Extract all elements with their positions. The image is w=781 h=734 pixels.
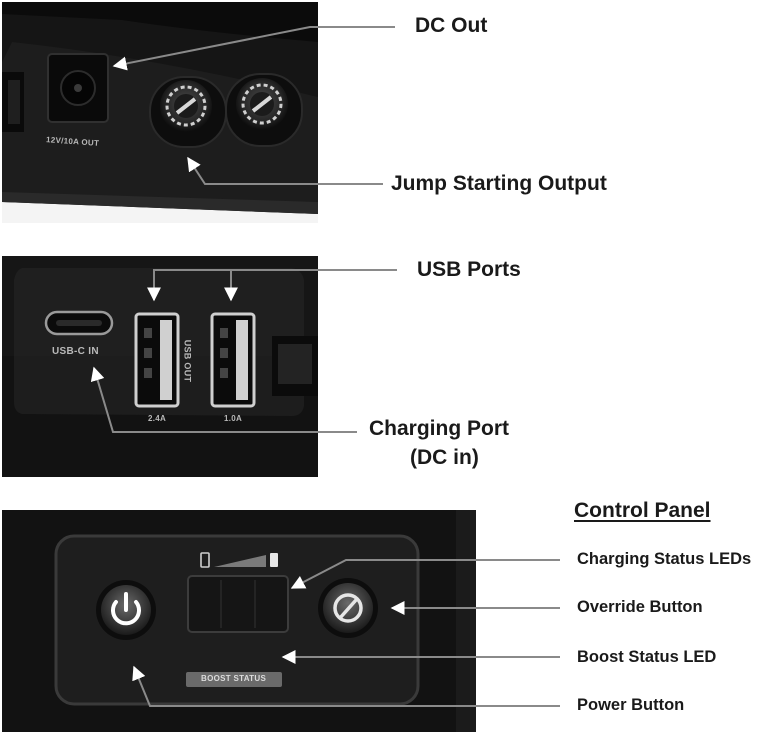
label-override-button: Override Button bbox=[577, 598, 703, 616]
charge-level-icon bbox=[214, 555, 266, 567]
photo-dc-jump-panel: 12V/10A OUT bbox=[2, 2, 318, 223]
label-control-panel: Control Panel bbox=[574, 499, 711, 522]
usb-a-port-2 bbox=[210, 312, 256, 408]
battery-empty-icon bbox=[200, 552, 210, 568]
label-boost-status-led: Boost Status LED bbox=[577, 648, 717, 666]
usb-a-port-1 bbox=[134, 312, 180, 408]
label-power-button: Power Button bbox=[577, 696, 685, 714]
led-window bbox=[187, 575, 289, 633]
label-charging-port: Charging Port bbox=[369, 417, 509, 440]
override-icon bbox=[318, 578, 378, 638]
usb-device-illustration bbox=[2, 256, 318, 477]
boost-status-print: BOOST STATUS bbox=[201, 674, 267, 683]
dc-jump-device-illustration bbox=[2, 2, 318, 223]
jump-port-2 bbox=[225, 73, 303, 147]
usb-a1-rating: 2.4A bbox=[148, 414, 167, 423]
label-charging-status-leds: Charging Status LEDs bbox=[577, 550, 752, 568]
usb-out-print: USB OUT bbox=[182, 339, 193, 383]
usb-a2-rating: 1.0A bbox=[224, 414, 243, 423]
label-charging-port-dc-in: (DC in) bbox=[410, 446, 479, 469]
label-dc-out: DC Out bbox=[415, 14, 488, 37]
control-panel-illustration bbox=[2, 510, 476, 732]
photo-usb-panel: USB-C IN USB OUT 2.4A 1.0A bbox=[2, 256, 318, 477]
label-usb-ports: USB Ports bbox=[417, 258, 521, 281]
battery-full-icon bbox=[270, 553, 278, 567]
usb-c-print: USB-C IN bbox=[52, 346, 99, 357]
power-icon bbox=[96, 580, 156, 640]
jump-port-1 bbox=[149, 76, 227, 148]
photo-control-panel: BOOST STATUS bbox=[2, 510, 476, 732]
label-jump-starting-output: Jump Starting Output bbox=[391, 172, 607, 195]
